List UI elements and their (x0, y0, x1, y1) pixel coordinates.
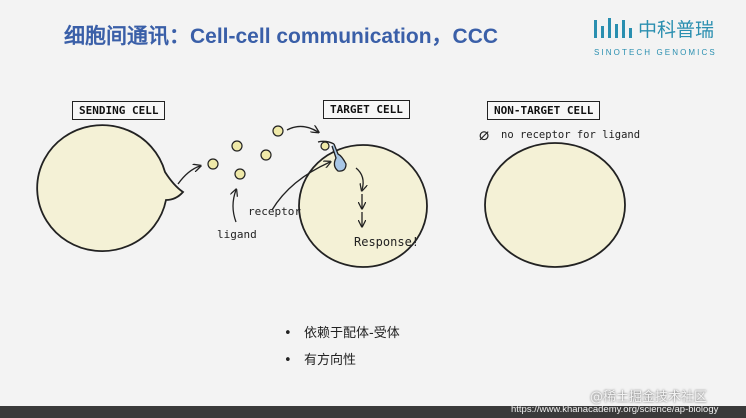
response-arrow (355, 167, 363, 190)
no-receptor-label: no receptor for ligand (501, 129, 641, 141)
travel-arrow (286, 126, 318, 132)
target-cell-label: TARGET CELL (323, 100, 410, 119)
release-arrow (177, 166, 200, 185)
sending-cell-label: SENDING CELL (72, 101, 166, 120)
ligand-pointer-arrow (233, 190, 236, 223)
bullet-text: 依赖于配体-受体 (304, 326, 400, 341)
receptor (331, 143, 347, 172)
ligand-dot (231, 140, 243, 152)
bullet-list: • 依赖于配体-受体 • 有方向性 (284, 322, 400, 376)
non-target-cell-label: NON-TARGET CELL (487, 101, 601, 120)
sending-cell (36, 124, 185, 252)
response-label: Response! (354, 235, 420, 249)
ligand-dot (320, 141, 330, 151)
ligand-dot (272, 125, 284, 137)
ligand-dot (207, 158, 219, 170)
ligand-dot (234, 168, 246, 180)
logo-subtitle: SINOTECH GENOMICS (594, 48, 717, 57)
slide: 细胞间通讯：Cell-cell communication，CCC 中科普瑞 S… (0, 0, 746, 406)
watermark: @稀土掘金技术社区 (590, 390, 708, 405)
bullet-text: 有方向性 (304, 353, 357, 368)
cell-communication-diagram (36, 124, 626, 268)
non-target-cell (484, 142, 626, 268)
ligand-dot (260, 149, 272, 161)
bullet-item: • 有方向性 (284, 349, 400, 368)
company-logo: 中科普瑞 SINOTECH GENOMICS (592, 14, 738, 62)
logo-name: 中科普瑞 (638, 19, 715, 41)
empty-set-icon: ∅ (479, 126, 490, 146)
bullet-item: • 依赖于配体-受体 (284, 322, 400, 341)
ligand-label: ligand (217, 228, 257, 241)
receptor-pointer-arrow (271, 162, 330, 211)
slide-title: 细胞间通讯：Cell-cell communication，CCC (64, 25, 499, 48)
bullet-dot-icon: • (284, 353, 292, 368)
receptor-label: receptor (248, 205, 301, 218)
logo-bars-icon (594, 18, 632, 38)
source-url[interactable]: https://www.khanacademy.org/science/ap-b… (511, 404, 719, 415)
bullet-dot-icon: • (284, 326, 292, 341)
